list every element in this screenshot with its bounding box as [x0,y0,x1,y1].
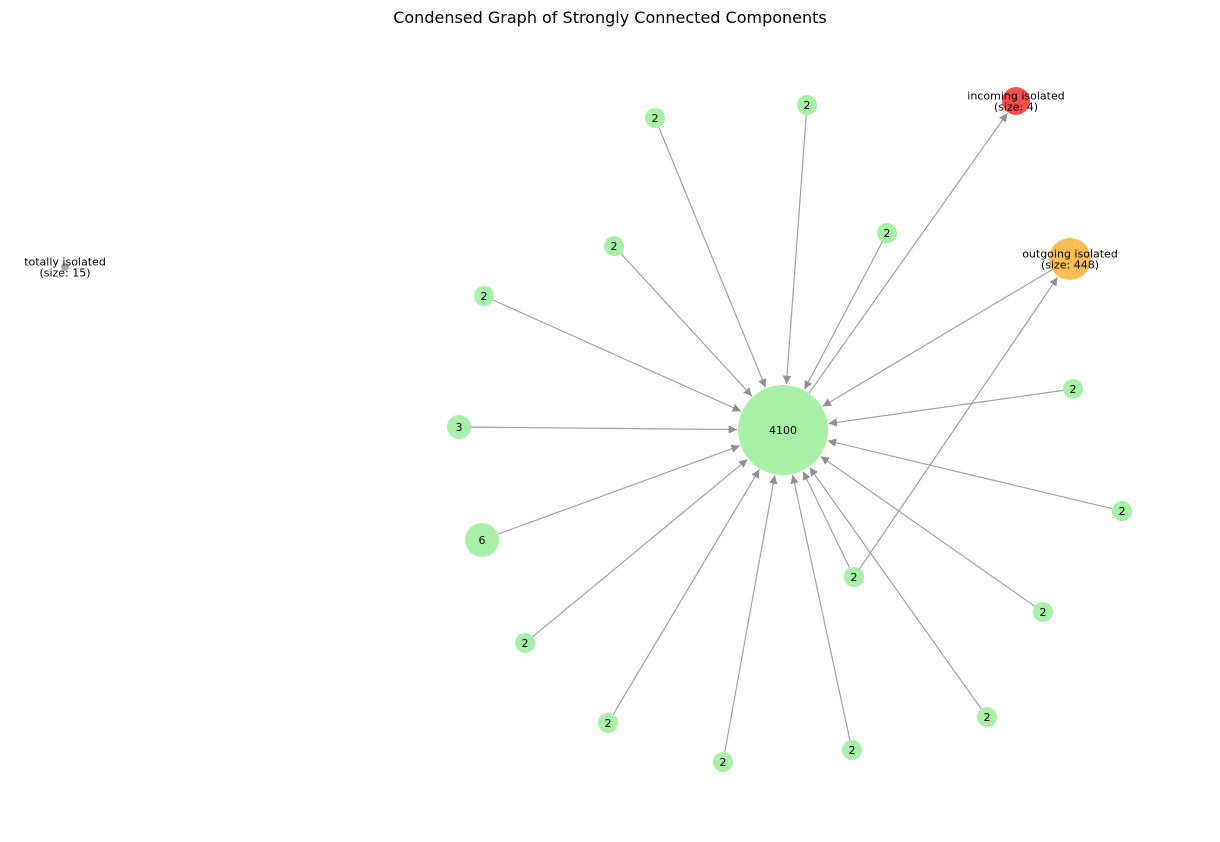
node-label-n_r2: 2 [1119,505,1126,518]
edge-n_top3-to-main [803,241,883,390]
node-n_r2: 2 [1112,501,1132,521]
node-label-n_b4: 2 [849,744,856,757]
node-label-n_r3: 2 [1040,606,1047,619]
node-n_six: 6 [465,523,499,557]
node-circle-n_top2 [797,95,817,115]
edge-n_six-to-main [497,444,741,535]
node-circle-n_left1 [474,286,494,306]
node-label-n_six: 6 [479,534,486,547]
node-circle-n_mid [844,567,864,587]
node-n_mid: 2 [844,567,864,587]
edge-n_r2-to-main [827,438,1113,510]
edge-n_b4-to-main [790,474,851,741]
node-label-n_top1: 2 [652,112,659,125]
edge-n_b3-to-main [724,475,778,753]
node-n_top2: 2 [797,95,817,115]
node-label-incoming: incoming isolated(size: 4) [967,90,1064,114]
node-n_top3: 2 [877,223,897,243]
edge-n_r3-to-main [820,455,1036,607]
node-n_three: 3 [447,415,471,439]
node-circle-n_b5 [977,707,997,727]
edge-main-to-incoming [808,112,1008,394]
node-n_r3: 2 [1033,602,1053,622]
node-label-n_top3: 2 [884,227,891,240]
node-n_upl: 2 [604,236,624,256]
node-label-n_left1: 2 [481,290,488,303]
node-label-n_r1: 2 [1070,383,1077,396]
edge-n_three-to-main [470,425,738,434]
node-circle-n_b4 [842,740,862,760]
edge-n_top1-to-main [658,127,767,388]
node-circle-n_top1 [645,108,665,128]
node-label-n_b2: 2 [605,717,612,730]
node-circle-n_r2 [1112,501,1132,521]
edge-n_b2-to-main [612,469,760,715]
node-circle-n_b3 [713,752,733,772]
node-label-main: 4100 [769,424,797,437]
node-label-outgoing: outgoing isolated(size: 448) [1022,248,1118,272]
node-circle-n_r1 [1063,379,1083,399]
node-outgoing: outgoing isolated(size: 448) [1022,238,1118,280]
node-circle-totally [61,263,69,271]
node-n_left1: 2 [474,286,494,306]
node-label-n_b1: 2 [522,637,529,650]
node-n_b2: 2 [598,713,618,733]
nodes-layer: 4100 2 2 2 2 2 3 6 2 2 2 2 2 2 2 2 2 incoming isolated(si… [24,87,1132,772]
node-circle-incoming [1002,87,1030,115]
edge-n_b5-to-main [809,467,982,710]
node-circle-n_upl [604,236,624,256]
node-label-n_upl: 2 [611,240,618,253]
edges-layer [470,112,1113,753]
node-circle-n_r3 [1033,602,1053,622]
node-n_b5: 2 [977,707,997,727]
node-label-n_three: 3 [456,421,463,434]
node-incoming: incoming isolated(size: 4) [967,87,1065,115]
node-totally: totally isolated(size: 15) [24,256,106,280]
node-circle-n_b2 [598,713,618,733]
node-label-n_top2: 2 [804,99,811,112]
node-label-n_mid: 2 [851,571,858,584]
edge-n_mid-to-main [802,471,851,569]
edge-n_left1-to-main [492,299,742,412]
node-n_b3: 2 [713,752,733,772]
node-n_b4: 2 [842,740,862,760]
node-circle-n_b1 [515,633,535,653]
node-label-n_b3: 2 [720,756,727,769]
edge-n_upl-to-main [620,252,753,397]
node-circle-outgoing [1049,238,1091,280]
node-label-totally: totally isolated(size: 15) [24,256,106,280]
node-circle-n_three [447,415,471,439]
node-label-n_b5: 2 [984,711,991,724]
edge-outgoing-to-main [822,269,1053,407]
node-circle-n_six [465,523,499,557]
node-circle-main [738,385,828,475]
node-main: 4100 [738,385,828,475]
edge-n_top2-to-main [782,114,807,385]
node-n_top1: 2 [645,108,665,128]
edge-n_mid-to-outgoing [859,276,1059,570]
node-circle-n_top3 [877,223,897,243]
node-n_r1: 2 [1063,379,1083,399]
node-n_b1: 2 [515,633,535,653]
edge-n_b1-to-main [532,458,748,638]
edge-n_r1-to-main [828,389,1064,427]
graph-title: Condensed Graph of Strongly Connected Co… [393,8,827,27]
